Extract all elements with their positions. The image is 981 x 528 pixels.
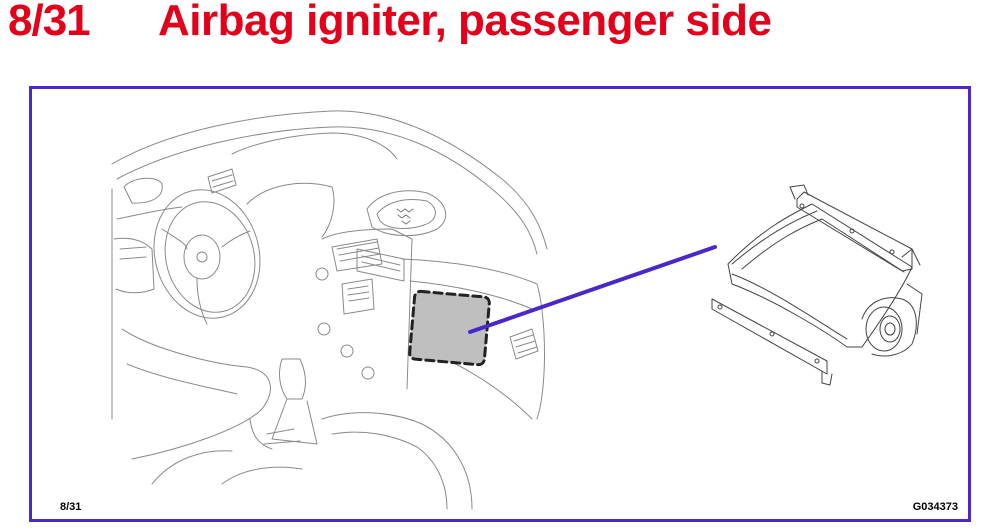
- page-title: Airbag igniter, passenger side: [158, 0, 772, 45]
- pointer-line: [468, 245, 717, 334]
- dashboard-drawing: [111, 110, 548, 510]
- illustration-frame: 8/31 G034373: [29, 86, 971, 522]
- page-number: 8/31: [8, 0, 91, 45]
- figure-page-number: 8/31: [60, 501, 82, 513]
- airbag-module-drawing: [711, 184, 923, 386]
- dashboard-illustration: [111, 110, 923, 510]
- airbag-location-highlight: [408, 289, 491, 367]
- figure-id: G034373: [912, 501, 958, 513]
